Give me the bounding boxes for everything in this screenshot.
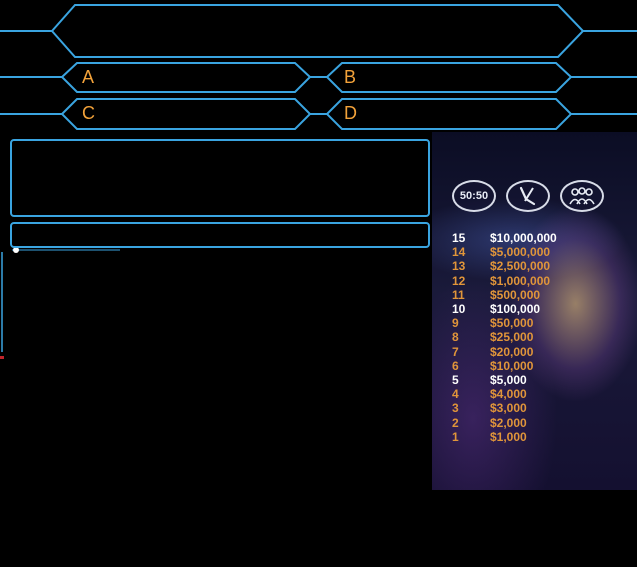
ladder-amount: $10,000,000 [490,231,557,245]
lifeline-phone-a-friend[interactable] [506,180,550,212]
status-bar-panel [10,222,430,248]
ladder-row-10: 10 $100,000 [452,302,540,316]
ladder-row-8: 8 $25,000 [452,330,533,344]
ladder-amount: $100,000 [490,302,541,316]
ladder-row-14: 14 $5,000,000 [452,245,550,259]
answer-option-a[interactable]: A [64,63,308,92]
ladder-row-13: 13 $2,500,000 [452,259,550,273]
phone-icon [519,186,536,206]
ladder-level: 4 [452,387,459,402]
ladder-level: 7 [452,344,459,359]
ladder-level: 10 [452,302,466,316]
ladder-level: 11 [452,287,465,302]
fifty-fifty-icon: 50:50 [459,190,489,202]
answer-letter-c: C [82,103,95,123]
ladder-level: 1 [452,429,459,444]
answer-letter-a: A [82,67,95,87]
answer-option-d[interactable]: D [329,99,569,128]
answer-letter-d: D [344,103,357,123]
ladder-row-11: 11 $500,000 [452,288,540,302]
ladder-row-15: 15 $10,000,000 [452,231,557,245]
ladder-row-1: 1 $1,000 [452,430,527,444]
ladder-row-9: 9 $50,000 [452,316,533,330]
ladder-amount: $5,000,000 [490,245,551,260]
ladder-level: 2 [452,415,459,430]
ladder-amount: $5,000 [490,373,527,387]
ladder-level: 8 [452,330,459,345]
ladder-row-2: 2 $2,000 [452,416,527,430]
ladder-row-3: 3 $3,000 [452,401,527,415]
answer-option-b[interactable]: B [329,63,569,92]
audience-icon [569,187,595,205]
progress-dot [13,247,19,253]
ladder-amount: $4,000 [490,387,527,402]
ladder-amount: $1,000 [490,429,527,444]
answer-row-2-frame [0,98,637,130]
ladder-amount: $1,000,000 [490,273,551,288]
lifeline-fifty-fifty[interactable]: 50:50 [452,180,496,212]
ladder-row-6: 6 $10,000 [452,359,533,373]
ladder-amount: $20,000 [490,344,534,359]
ladder-level: 12 [452,273,466,288]
answer-row-1-frame [0,62,637,93]
ladder-amount: $25,000 [490,330,534,345]
ladder-amount: $3,000 [490,401,527,416]
info-panel [10,139,430,217]
ladder-row-5: 5 $5,000 [452,373,527,387]
ladder-amount: $2,500,000 [490,259,551,274]
ladder-amount: $50,000 [490,316,534,331]
ladder-level: 6 [452,358,459,373]
ladder-row-4: 4 $4,000 [452,387,527,401]
ladder-level: 3 [452,401,459,416]
answer-option-c[interactable]: C [64,99,308,128]
ladder-level: 15 [452,231,466,245]
ladder-amount: $10,000 [490,358,534,373]
ladder-level: 5 [452,373,459,387]
ladder-level: 9 [452,316,459,331]
ladder-level: 13 [452,259,466,274]
question-text [90,18,550,42]
ladder-row-7: 7 $20,000 [452,345,533,359]
red-marker [0,356,4,359]
question-frame [0,4,637,58]
ladder-row-12: 12 $1,000,000 [452,274,550,288]
ladder-level: 14 [452,245,466,260]
answer-letter-b: B [344,67,357,87]
ladder-amount: $2,000 [490,415,527,430]
lifeline-ask-the-audience[interactable] [560,180,604,212]
ladder-amount: $500,000 [490,287,541,302]
